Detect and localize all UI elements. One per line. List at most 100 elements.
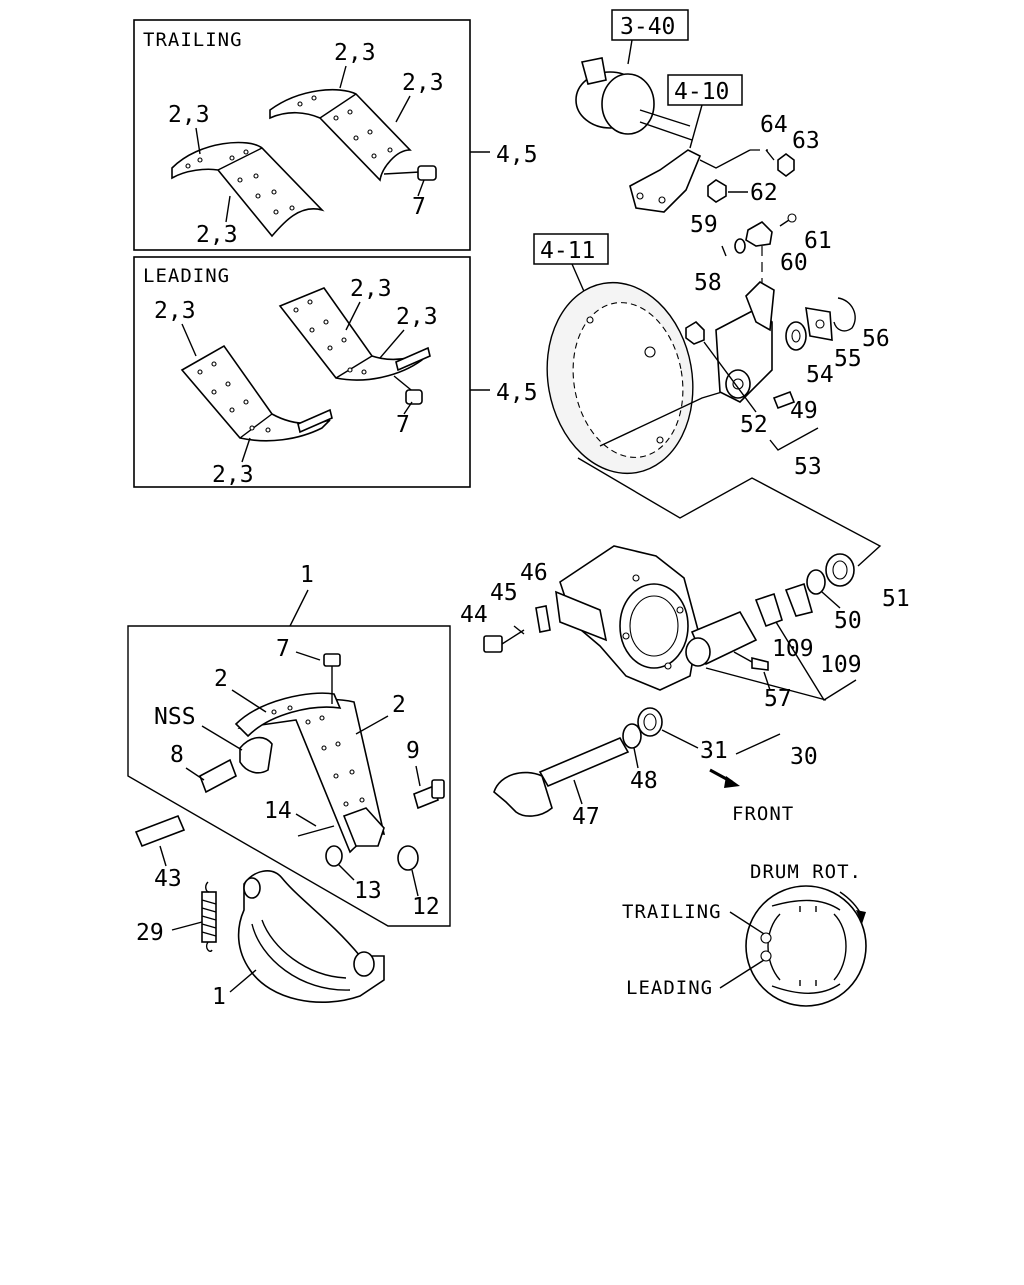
callout-51: 51 bbox=[882, 586, 910, 612]
callout-60: 60 bbox=[780, 250, 808, 276]
callout-shoe-8: 8 bbox=[170, 742, 184, 768]
callout-leading-7: 7 bbox=[396, 412, 410, 438]
part-63-nut bbox=[777, 153, 795, 177]
callout-trailing-4-5: 4,5 bbox=[496, 142, 538, 168]
callout-62: 62 bbox=[750, 180, 778, 206]
part-31-seal bbox=[637, 707, 663, 737]
callout-shoe-12: 12 bbox=[412, 894, 440, 920]
rot-trailing-label: TRAILING bbox=[622, 901, 722, 923]
callout-shoe-14: 14 bbox=[264, 798, 292, 824]
front-label: FRONT bbox=[732, 803, 794, 825]
part-52-bushing bbox=[685, 320, 705, 345]
trailing-shoes-panel: TRAILING 2,3 2,3 2,3 bbox=[133, 19, 471, 251]
trailing-lining-right bbox=[269, 88, 412, 182]
callout-47: 47 bbox=[572, 804, 600, 830]
rotation-arrow-icon bbox=[839, 891, 866, 924]
part-60-clevis bbox=[745, 221, 773, 247]
callout-shoe-assy-1: 1 bbox=[300, 562, 314, 588]
callout-nss: NSS bbox=[154, 704, 196, 730]
callout-109-b: 109 bbox=[820, 652, 862, 678]
part-43-pin bbox=[134, 814, 186, 848]
callout-leading-4-5: 4,5 bbox=[496, 380, 538, 406]
dust-shield bbox=[546, 281, 694, 475]
callout-30: 30 bbox=[790, 744, 818, 770]
part-44-bolt bbox=[483, 629, 525, 653]
callout-shoe-9: 9 bbox=[406, 738, 420, 764]
callout-43: 43 bbox=[154, 866, 182, 892]
trailing-rivet bbox=[383, 165, 437, 181]
callout-49: 49 bbox=[790, 398, 818, 424]
callout-54: 54 bbox=[806, 362, 834, 388]
callout-63: 63 bbox=[792, 128, 820, 154]
slack-adjuster bbox=[715, 281, 775, 403]
trailing-lining-left bbox=[171, 141, 325, 238]
callout-leading-2-3-c: 2,3 bbox=[154, 298, 196, 324]
brake-chamber bbox=[575, 57, 693, 141]
callout-trailing-7: 7 bbox=[412, 194, 426, 220]
callout-64: 64 bbox=[760, 112, 788, 138]
ref-4-10: 4-10 bbox=[667, 74, 743, 149]
callout-leading-2-3-d: 2,3 bbox=[212, 462, 254, 488]
part-47-camshaft bbox=[493, 736, 630, 817]
trailing-title: TRAILING bbox=[143, 29, 243, 51]
chamber-bracket bbox=[629, 149, 702, 213]
callout-48: 48 bbox=[630, 768, 658, 794]
leading-lining-left bbox=[180, 344, 333, 442]
svg-text:3-40: 3-40 bbox=[620, 14, 675, 40]
callout-55: 55 bbox=[834, 346, 862, 372]
callout-45: 45 bbox=[490, 580, 518, 606]
part-48-washer bbox=[622, 723, 642, 749]
callout-53: 53 bbox=[794, 454, 822, 480]
callout-shoe-7: 7 bbox=[276, 636, 290, 662]
front-arrow-icon bbox=[709, 768, 740, 788]
ref-4-11: 4-11 bbox=[533, 233, 609, 297]
svg-text:4-10: 4-10 bbox=[674, 79, 729, 105]
callout-56: 56 bbox=[862, 326, 890, 352]
leading-rivet bbox=[393, 375, 423, 405]
part-64-pin bbox=[765, 149, 775, 161]
drum-rot-label: DRUM ROT. bbox=[750, 861, 862, 883]
brake-spider bbox=[555, 545, 699, 691]
svg-text:4-11: 4-11 bbox=[540, 238, 595, 264]
part-54-washer bbox=[785, 321, 807, 351]
callout-31: 31 bbox=[700, 738, 728, 764]
leading-shoes-panel: LEADING 2,3 2,3 2,3 2,3 bbox=[133, 256, 471, 488]
callout-trailing-2-3-d: 2,3 bbox=[196, 222, 238, 248]
callout-trailing-2-3-b: 2,3 bbox=[402, 70, 444, 96]
callout-shoe-2-b: 2 bbox=[392, 692, 406, 718]
part-56-snap-ring bbox=[833, 297, 856, 332]
callout-58: 58 bbox=[694, 270, 722, 296]
ref-3-40: 3-40 bbox=[611, 9, 689, 65]
part-57-grease-fitting bbox=[733, 651, 769, 671]
part-14-pin bbox=[297, 825, 335, 837]
callout-44: 44 bbox=[460, 602, 488, 628]
part-49-grease-fitting bbox=[772, 390, 796, 410]
callout-shoe-2-a: 2 bbox=[214, 666, 228, 692]
part-12-bushing bbox=[397, 845, 419, 871]
part-9-pin bbox=[413, 779, 445, 810]
callout-46: 46 bbox=[520, 560, 548, 586]
part-62-nut bbox=[707, 179, 727, 203]
part-8-roller bbox=[199, 758, 237, 794]
rot-leading-label: LEADING bbox=[626, 977, 713, 999]
shoe-assembly-exploded bbox=[234, 692, 386, 854]
callout-50: 50 bbox=[834, 608, 862, 634]
callout-leading-2-3-b: 2,3 bbox=[396, 304, 438, 330]
part-58-cotter bbox=[721, 245, 727, 257]
part-61-pin bbox=[779, 213, 797, 227]
callout-59: 59 bbox=[690, 212, 718, 238]
part-50-seal bbox=[806, 569, 826, 595]
part-55-plate bbox=[805, 307, 833, 341]
callout-trailing-2-3-c: 2,3 bbox=[168, 102, 210, 128]
part-45-washer bbox=[513, 625, 525, 635]
part-51-seal bbox=[825, 553, 855, 587]
part-59-washer bbox=[734, 238, 746, 254]
callout-29: 29 bbox=[136, 920, 164, 946]
callout-shoe-assy-1b: 1 bbox=[212, 984, 226, 1010]
part-7-rivet bbox=[323, 653, 341, 704]
callout-trailing-2-3-a: 2,3 bbox=[334, 40, 376, 66]
leading-lining-right bbox=[278, 287, 431, 381]
callout-61: 61 bbox=[804, 228, 832, 254]
part-29-spring bbox=[201, 881, 217, 952]
